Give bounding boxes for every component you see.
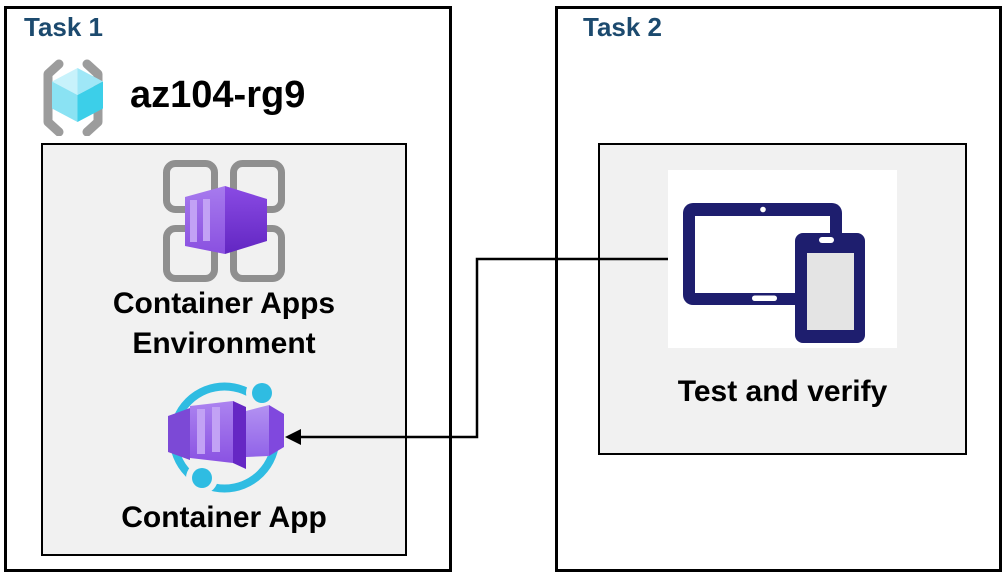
tablet-home-slit [752,295,777,301]
main-side-face [233,401,246,469]
cube-top-left-face [52,68,78,95]
container-stripe [212,407,220,452]
container-app-label: Container App [121,501,327,534]
container-apps-environment-label: Container Apps Environment [41,284,407,364]
tablet-camera-dot [760,206,766,213]
cyan-dot [192,468,212,488]
task1-title: Task 1 [24,12,104,42]
container-apps-environment-text: Container Apps Environment [112,287,336,360]
cube-top-right-face [77,68,103,95]
container-apps-environment-icon [163,160,285,282]
main-front-face [190,401,233,463]
container-app-icon [168,377,284,494]
container-stripe [203,199,210,241]
phone-screen [807,253,854,330]
resource-group-name: az104-rg9 [130,74,306,116]
tablet-and-phone-icon [683,203,865,343]
test-and-verify-label: Test and verify [677,375,888,408]
right-wing-face [246,405,269,457]
bracket-left [43,59,64,136]
resource-group-icon [43,59,103,136]
right-wing-side [269,405,284,456]
task2-title: Task 2 [583,12,663,42]
cube-right-face [77,81,103,122]
left-wing-box [168,408,190,460]
container-stripe [190,200,197,242]
cube-left-face [52,81,78,122]
phone-speaker-slit [819,237,834,243]
cyan-dot [252,383,272,403]
container-stripe [197,409,205,454]
container-side-face [225,186,267,254]
